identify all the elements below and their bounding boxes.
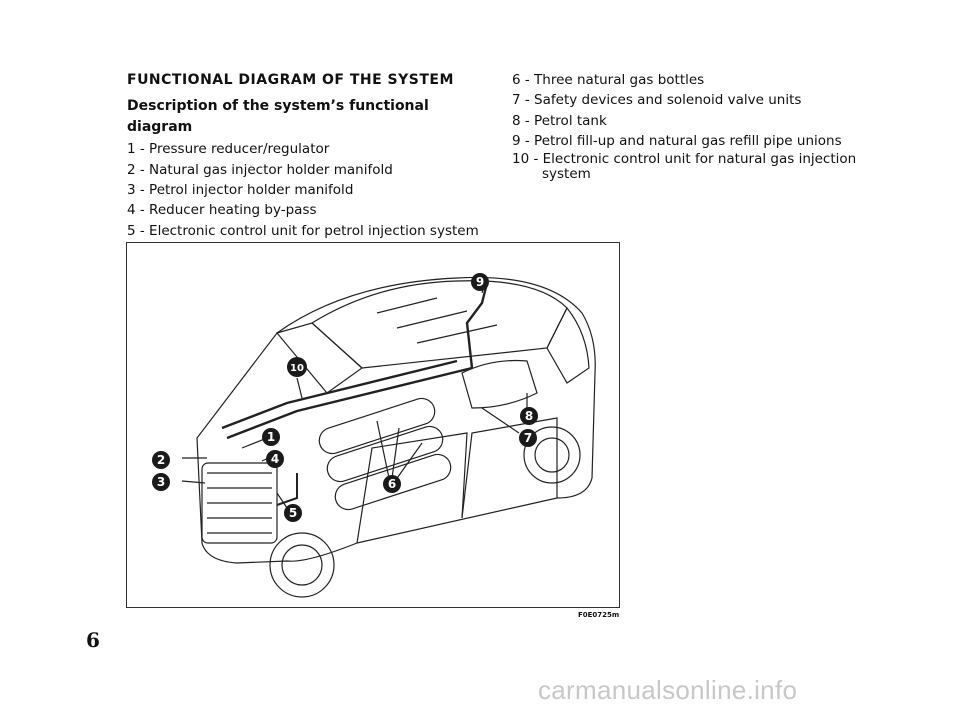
rear-wheel-rim [534,437,570,473]
door-line [356,432,468,544]
leader-6 [376,420,423,482]
windscreen [275,322,363,394]
callout-8: 8 [520,407,538,425]
callout-label-1: 1 [267,430,275,444]
callout-label-4: 4 [271,452,279,466]
engine-block [201,462,278,544]
callout-10: 10 [287,357,307,377]
leader-3 [181,480,206,484]
car-cutaway-illustration: 1 2 3 4 5 6 7 8 9 10 [152,273,596,598]
leader-5 [276,492,288,509]
section-subtitle: Description of the system’s functional d… [127,98,429,135]
callout-3: 3 [152,473,170,491]
section-title: FUNCTIONAL DIAGRAM OF THE SYSTEM [127,72,454,88]
gas-bottle-2 [326,425,444,483]
engine-detail [207,472,272,534]
callout-1: 1 [262,428,280,446]
callout-label-5: 5 [289,506,297,520]
roof-ribs [376,297,498,344]
rear-wheel [523,426,581,484]
legend-item-4: 4 - Reducer heating by-pass [127,202,317,219]
page-number: 6 [86,628,100,652]
system-diagram-figure: 1 2 3 4 5 6 7 8 9 10 [126,242,620,608]
legend-left-column: FUNCTIONAL DIAGRAM OF THE SYSTEM Descrip… [127,70,487,241]
legend-item-5: 5 - Electronic control unit for petrol i… [127,222,479,239]
gas-bottle-3 [334,453,452,511]
rear-door-line [461,417,558,519]
callout-6: 6 [383,475,401,493]
petrol-tank [461,359,538,409]
watermark: carmanualsonline.info [538,675,798,705]
bypass-pipe [276,473,298,506]
legend-item-9: 9 - Petrol fill-up and natural gas refil… [512,133,842,150]
car-body-outline [196,276,596,564]
figure-code: F0E0725m [578,611,620,619]
callout-7: 7 [519,429,537,447]
gas-pipe-secondary [226,366,473,440]
legend-item-6: 6 - Three natural gas bottles [512,72,705,88]
front-wheel-rim [281,544,323,586]
gas-pipe-main [221,359,458,430]
car-roof [311,280,568,369]
legend-item-10: 10 - Electronic control unit for natural… [512,150,857,182]
leader-10 [296,377,303,399]
callout-label-3: 3 [157,475,165,489]
front-wheel [269,532,335,598]
callout-label-10: 10 [290,363,304,374]
legend-right-column: 6 - Three natural gas bottles 7 - Safety… [512,70,862,182]
rear-side-window [546,306,590,384]
legend-item-1: 1 - Pressure reducer/regulator [127,141,330,158]
callout-2: 2 [152,451,170,469]
callout-label-2: 2 [157,453,165,467]
callout-label-6: 6 [388,477,396,491]
legend-item-2: 2 - Natural gas injector holder manifold [127,161,393,178]
refill-pipe [465,282,489,369]
callout-4: 4 [266,450,284,468]
legend-item-8: 8 - Petrol tank [512,112,607,129]
callout-label-8: 8 [525,409,533,423]
legend-item-7: 7 - Safety devices and solenoid valve un… [512,92,802,109]
leader-7 [481,407,520,434]
callout-label-7: 7 [524,431,532,445]
legend-item-3: 3 - Petrol injector holder manifold [127,182,354,199]
callout-label-9: 9 [476,275,484,289]
callout-9: 9 [471,273,489,291]
callout-5: 5 [284,504,302,522]
